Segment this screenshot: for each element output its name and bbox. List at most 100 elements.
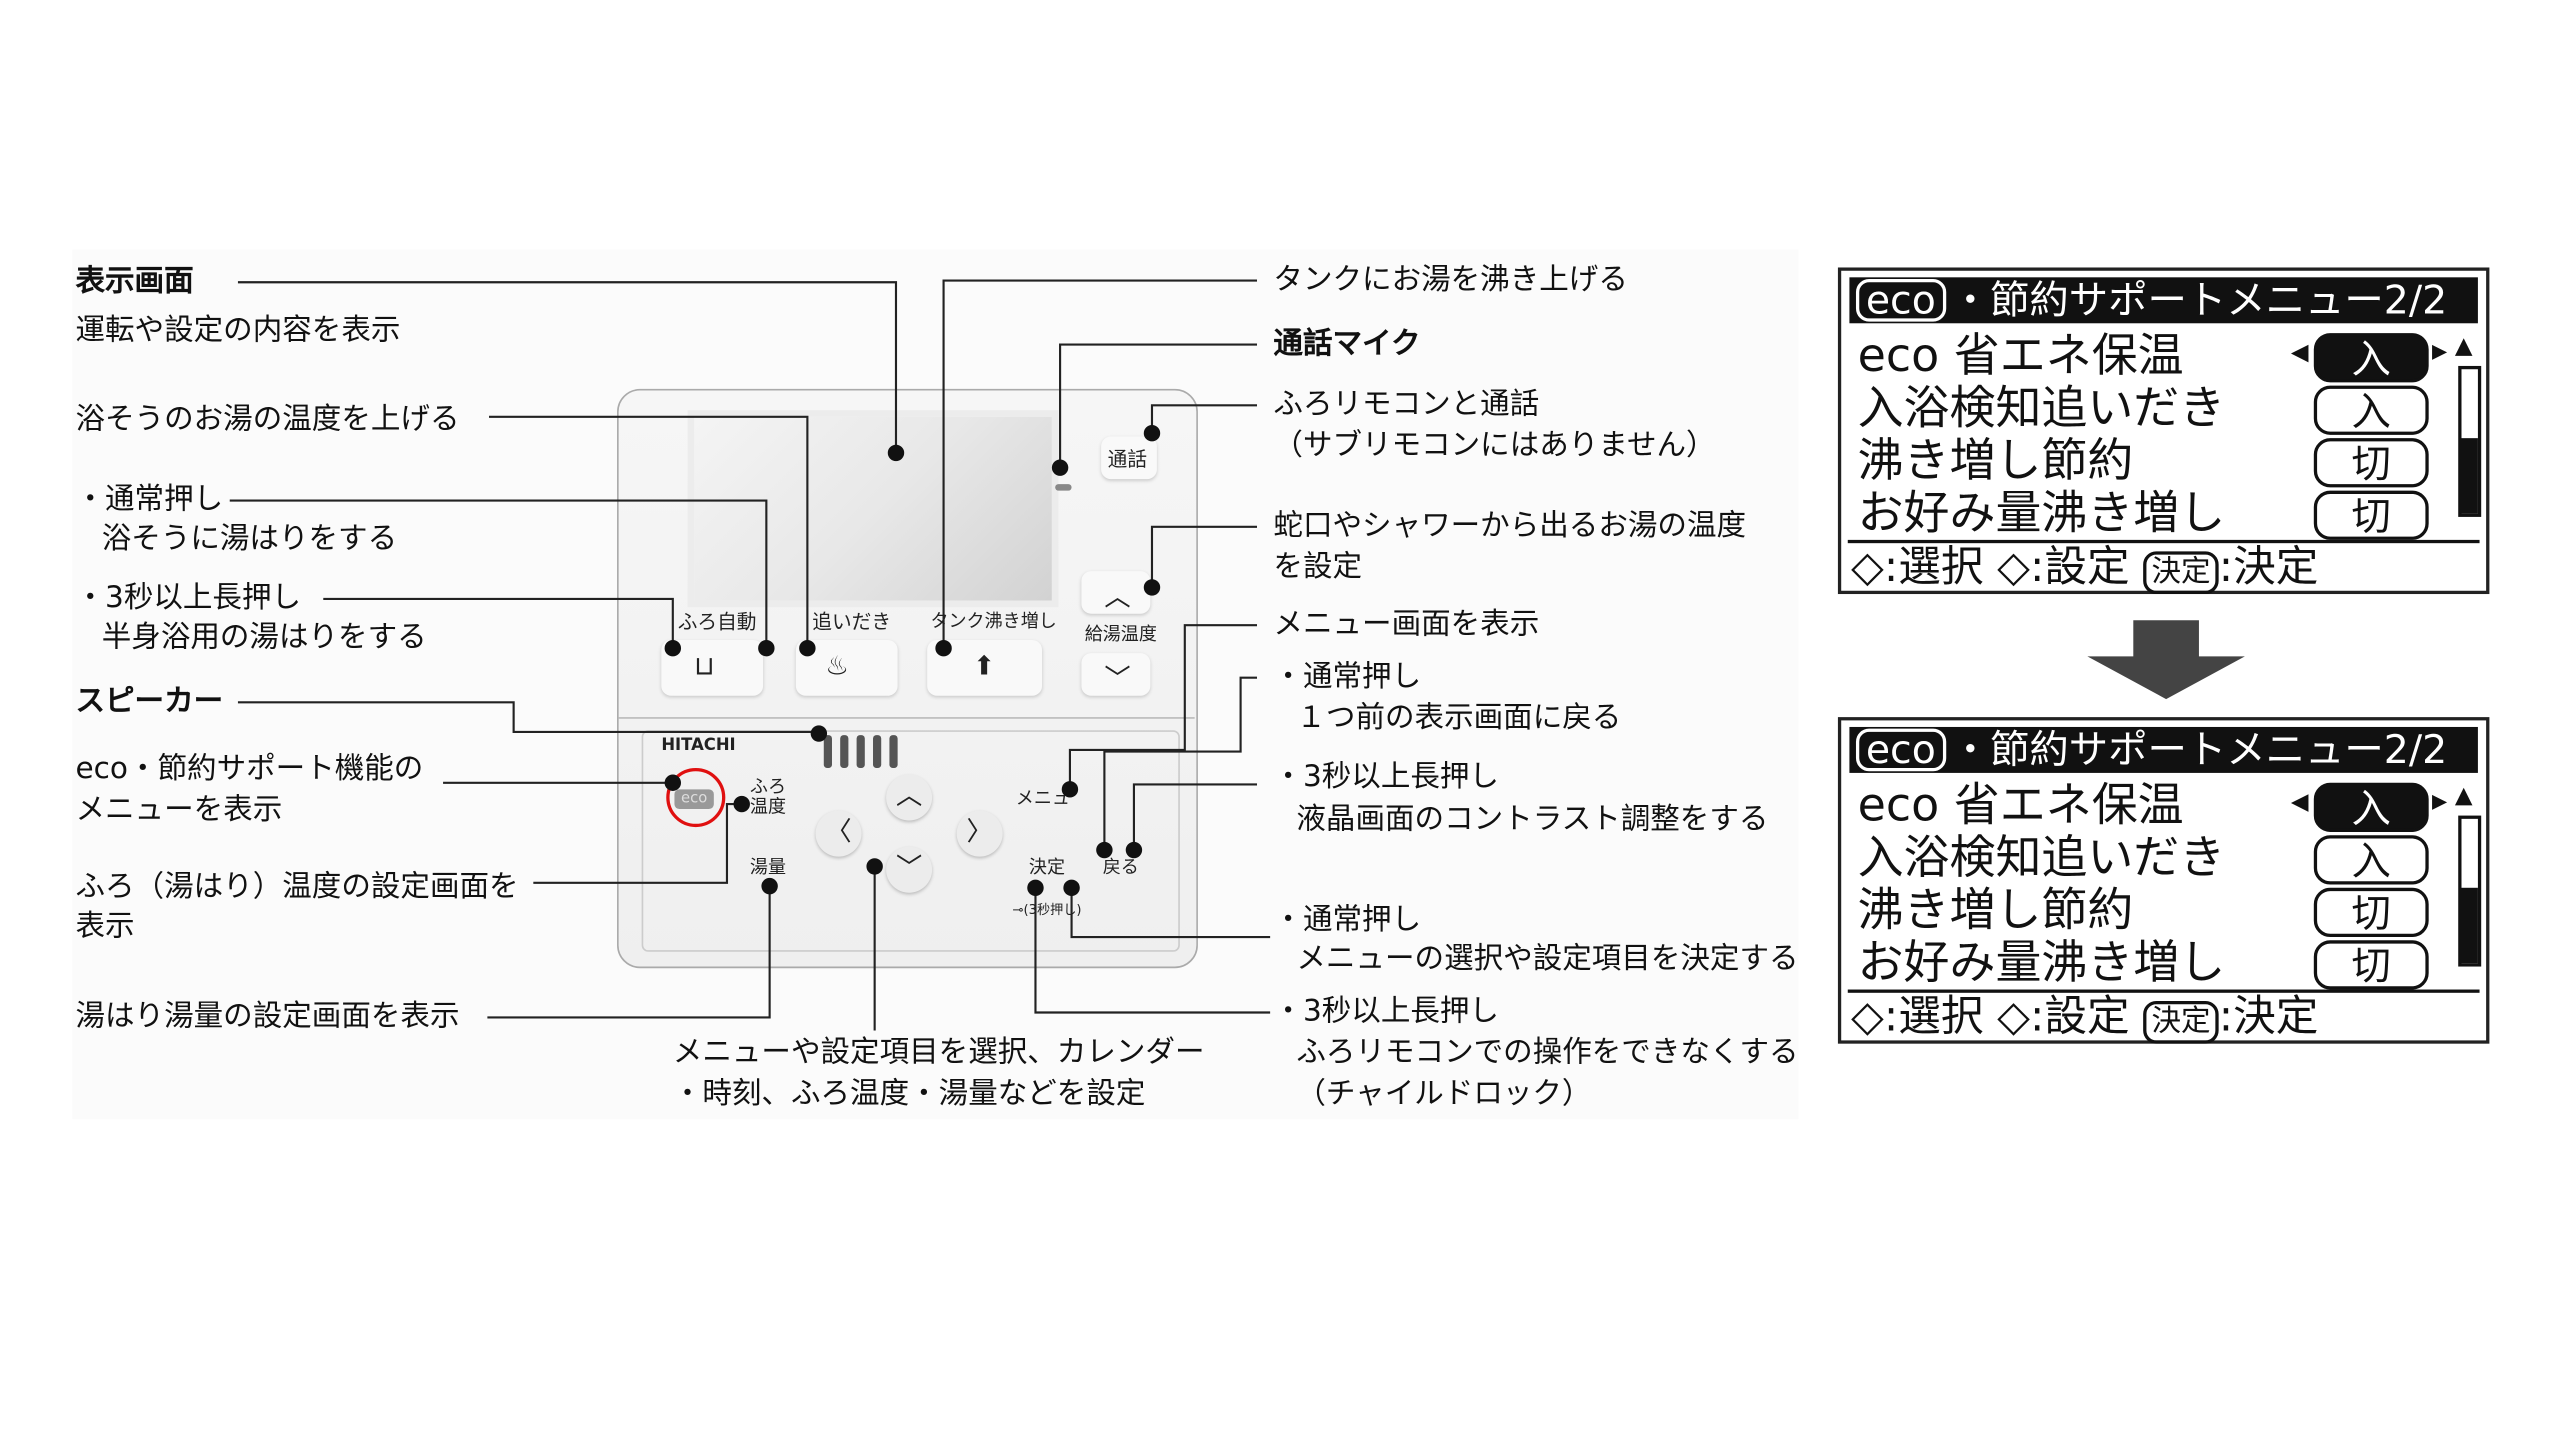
supply-desc-2: を設定 (1273, 549, 1363, 585)
dot (799, 639, 816, 657)
ok-long-note: （チャイルドロック） (1296, 1076, 1592, 1111)
dot (1063, 879, 1080, 896)
speaker-grill (889, 735, 898, 768)
remote-control: 通話 ふろ自動 追いだき タンク沸き増し ⊔ ♨ ⬆ ︿ 給湯温度 ﹀ HITA… (617, 388, 1198, 969)
back-long: ・3秒以上長押し (1273, 759, 1499, 795)
screen-title-bar: eco・節約サポートメニュー2/2 (1849, 277, 2478, 324)
dot (1051, 459, 1069, 476)
reheat-label: 追いだき (812, 610, 892, 634)
scrollbar-thumb[interactable] (2461, 438, 2478, 514)
ok-normal-desc: メニューの選択や設定項目を決定する (1296, 941, 1799, 977)
heat-bathtub-icon: ♨ (825, 649, 849, 682)
dot (664, 774, 682, 791)
scrollbar[interactable] (2458, 815, 2482, 967)
eco-desc-1: eco・節約サポート機能の (75, 751, 424, 787)
ok-button[interactable]: 決定 (1028, 856, 1066, 878)
display-desc: 運転や設定の内容を表示 (75, 313, 401, 348)
dot (1096, 841, 1113, 859)
up-button[interactable]: ︿ (886, 774, 933, 821)
toggle-value-selected[interactable]: 入 (2313, 333, 2429, 383)
dot (810, 725, 828, 742)
footer-set: ◇:設定 (1997, 543, 2130, 593)
triangle-right-icon: ▶ (2431, 789, 2448, 813)
toggle-value-selected[interactable]: 入 (2313, 782, 2429, 832)
toggle-value[interactable]: 入 (2313, 385, 2429, 435)
menu-row-label: 沸き増し節約 (1857, 433, 2134, 488)
dot (1143, 425, 1161, 442)
triangle-left-icon: ◀ (2290, 789, 2309, 816)
leader-supply (1150, 525, 1258, 588)
auto-long: ・3秒以上長押し (75, 580, 302, 616)
chevron-up-icon: ︿ (895, 779, 923, 811)
chevron-down-icon: ﹀ (1104, 662, 1131, 695)
ok-long: ・3秒以上長押し (1273, 994, 1499, 1029)
mic-indicator (1055, 484, 1072, 491)
lcd-screen-before: eco・節約サポートメニュー2/2 eco 省エネ保温 入浴検知追いだき 沸き増… (1837, 267, 2490, 595)
footer-set: ◇:設定 (1997, 992, 2130, 1043)
chevron-right-icon: 〉 (966, 815, 993, 847)
footer-select: ◇:選択 (1851, 543, 1984, 593)
volume-button[interactable]: 湯量 (749, 856, 787, 878)
down-arrow-icon (2087, 620, 2245, 700)
bath-temp-button[interactable]: ふろ温度 (749, 776, 787, 818)
dot (1061, 781, 1079, 798)
leader-auto-normal (229, 499, 768, 649)
leader-back-long (1132, 783, 1258, 851)
toggle-value[interactable]: 切 (2313, 438, 2429, 488)
select-desc-2: ・時刻、ふろ温度・湯量などを設定 (672, 1076, 1146, 1111)
chevron-down-icon: ﹀ (895, 851, 923, 883)
menu-button[interactable]: メニュ (1015, 787, 1070, 810)
scroll-up-icon: ▲ (2454, 782, 2473, 810)
speaker-grill (823, 735, 832, 768)
toggle-value[interactable]: 入 (2313, 835, 2429, 885)
menu-row-label: eco 省エネ保温 (1857, 328, 2184, 383)
tank-icon: ⬆ (973, 649, 996, 682)
bath-auto-label: ふろ自動 (677, 610, 757, 634)
footer-divider (1847, 989, 2480, 993)
leader-speaker (237, 701, 819, 733)
right-button[interactable]: 〉 (956, 810, 1003, 857)
leader-reheat (489, 415, 809, 649)
scrollbar[interactable] (2458, 365, 2482, 517)
supply-temp-down-button[interactable]: ﹀ (1081, 653, 1151, 696)
screen-footer: ◇:選択 ◇:設定 決定:決定 (1851, 993, 2318, 1044)
speaker-grill (840, 735, 849, 768)
supply-temp-up-button[interactable]: ︿ (1081, 571, 1151, 614)
mic-title: 通話マイク (1273, 326, 1421, 362)
chevron-up-icon: ︿ (1104, 580, 1131, 613)
menu-desc: メニュー画面を表示 (1273, 607, 1540, 642)
leader-display (237, 281, 898, 453)
down-button[interactable]: ﹀ (886, 846, 933, 893)
footer-select: ◇:選択 (1851, 992, 1984, 1043)
call-button[interactable]: 通話 (1101, 436, 1157, 480)
auto-normal: ・通常押し (75, 482, 224, 517)
scrollbar-thumb[interactable] (2461, 887, 2478, 964)
leader-ok-long (1034, 887, 1271, 1014)
dot (664, 639, 682, 657)
leader-mic (1059, 343, 1258, 468)
footer-ok-key: 決定 (2143, 551, 2219, 595)
menu-row-label: eco 省エネ保温 (1857, 777, 2184, 832)
chevron-left-icon: 〈 (825, 815, 852, 847)
call-desc-1: ふろリモコンと通話 (1273, 387, 1540, 422)
toggle-value[interactable]: 切 (2313, 887, 2429, 938)
dot (761, 877, 778, 895)
leader-call (1150, 404, 1258, 434)
footer-ok-key: 決定 (2143, 1001, 2219, 1044)
brand-logo: HITACHI (661, 736, 736, 755)
toggle-value[interactable]: 切 (2313, 490, 2429, 540)
triangle-left-icon: ◀ (2290, 339, 2309, 366)
menu-row-label: 入浴検知追いだき (1857, 380, 2226, 435)
screen-title-bar: eco・節約サポートメニュー2/2 (1849, 726, 2478, 773)
back-button[interactable]: 戻る (1102, 856, 1139, 878)
leader-tank (942, 279, 1258, 649)
ok-long-desc: ふろリモコンでの操作をできなくする (1296, 1035, 1799, 1070)
lower-panel (641, 730, 1180, 952)
ok-normal: ・通常押し (1273, 902, 1422, 938)
dot (758, 639, 775, 657)
toggle-value[interactable]: 切 (2313, 940, 2429, 990)
left-button[interactable]: 〈 (815, 810, 862, 857)
eco-badge: eco (1855, 728, 1946, 772)
